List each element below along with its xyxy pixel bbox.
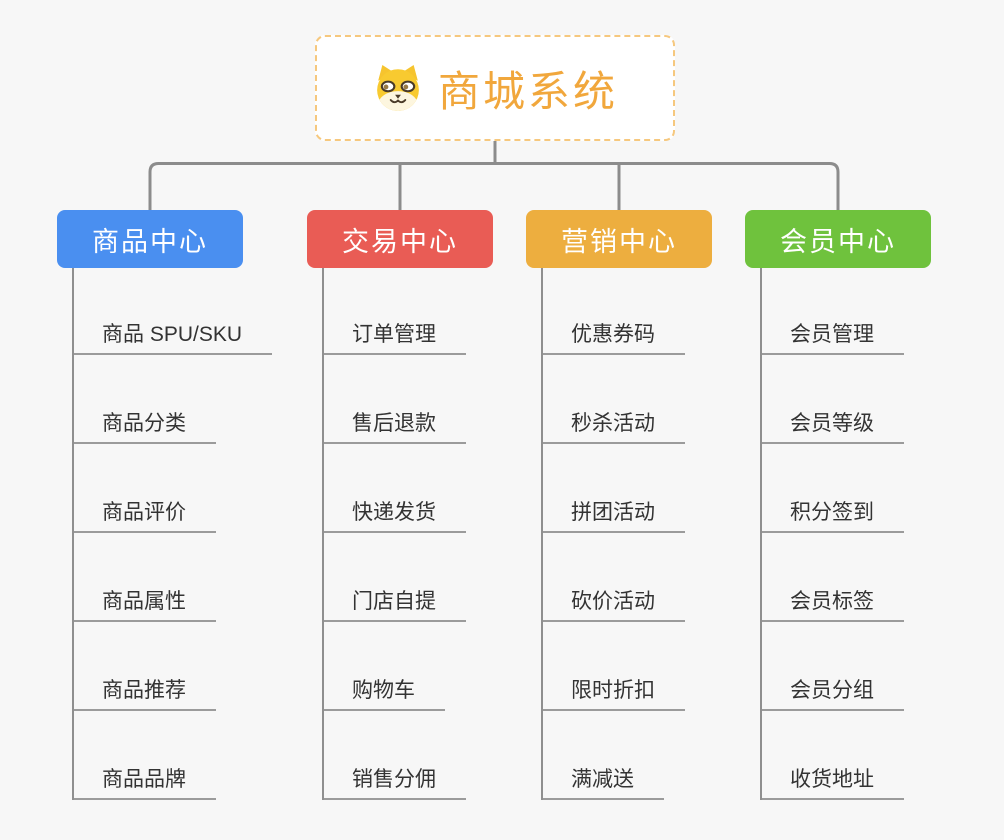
leaf-label: 快递发货 <box>324 496 466 533</box>
branch-leaves: 优惠券码 秒杀活动 拼团活动 砍价活动 限时折扣 满减送 <box>541 268 712 800</box>
branch-header-marketing-center[interactable]: 营销中心 <box>526 210 712 268</box>
leaf-label: 商品 SPU/SKU <box>74 318 273 355</box>
leaf-label: 会员分组 <box>762 674 904 711</box>
leaf-topic[interactable]: 秒杀活动 <box>543 355 712 444</box>
leaf-label: 销售分佣 <box>324 763 466 800</box>
leaf-topic[interactable]: 优惠券码 <box>543 268 712 355</box>
leaf-label: 优惠券码 <box>543 318 685 355</box>
leaf-topic[interactable]: 收货地址 <box>762 711 931 800</box>
branch-leaves: 订单管理 售后退款 快递发货 门店自提 购物车 销售分佣 <box>322 268 493 800</box>
leaf-topic[interactable]: 砍价活动 <box>543 533 712 622</box>
leaf-topic[interactable]: 商品属性 <box>74 533 272 622</box>
leaf-topic[interactable]: 会员等级 <box>762 355 931 444</box>
leaf-label: 门店自提 <box>324 585 466 622</box>
leaf-label: 商品分类 <box>74 407 216 444</box>
root-topic[interactable]: 商城系统 <box>315 35 675 141</box>
leaf-topic[interactable]: 商品分类 <box>74 355 272 444</box>
leaf-label: 拼团活动 <box>543 496 685 533</box>
branch-header-product-center[interactable]: 商品中心 <box>57 210 243 268</box>
leaf-topic[interactable]: 门店自提 <box>324 533 493 622</box>
leaf-topic[interactable]: 会员标签 <box>762 533 931 622</box>
leaf-label: 商品品牌 <box>74 763 216 800</box>
leaf-label: 会员标签 <box>762 585 904 622</box>
branch-trade-center: 交易中心 订单管理 售后退款 快递发货 门店自提 购物车 销售分佣 <box>307 210 493 800</box>
leaf-label: 商品评价 <box>74 496 216 533</box>
leaf-topic[interactable]: 拼团活动 <box>543 444 712 533</box>
branch-product-center: 商品中心 商品 SPU/SKU 商品分类 商品评价 商品属性 商品推荐 商品品牌 <box>57 210 273 800</box>
leaf-label: 收货地址 <box>762 763 904 800</box>
leaf-topic[interactable]: 快递发货 <box>324 444 493 533</box>
leaf-label: 砍价活动 <box>543 585 685 622</box>
leaf-label: 会员等级 <box>762 407 904 444</box>
leaf-topic[interactable]: 售后退款 <box>324 355 493 444</box>
branch-leaves: 会员管理 会员等级 积分签到 会员标签 会员分组 收货地址 <box>760 268 931 800</box>
branch-header-member-center[interactable]: 会员中心 <box>745 210 931 268</box>
leaf-label: 商品推荐 <box>74 674 216 711</box>
leaf-label: 购物车 <box>324 674 445 711</box>
leaf-topic[interactable]: 限时折扣 <box>543 622 712 711</box>
leaf-topic[interactable]: 订单管理 <box>324 268 493 355</box>
leaf-topic[interactable]: 购物车 <box>324 622 493 711</box>
leaf-topic[interactable]: 会员管理 <box>762 268 931 355</box>
leaf-topic[interactable]: 积分签到 <box>762 444 931 533</box>
branch-header-trade-center[interactable]: 交易中心 <box>307 210 493 268</box>
leaf-label: 秒杀活动 <box>543 407 685 444</box>
branch-member-center: 会员中心 会员管理 会员等级 积分签到 会员标签 会员分组 收货地址 <box>745 210 931 800</box>
leaf-label: 限时折扣 <box>543 674 685 711</box>
leaf-topic[interactable]: 销售分佣 <box>324 711 493 800</box>
leaf-topic[interactable]: 商品 SPU/SKU <box>74 268 273 355</box>
leaf-label: 满减送 <box>543 763 664 800</box>
leaf-label: 订单管理 <box>324 318 466 355</box>
leaf-topic[interactable]: 满减送 <box>543 711 712 800</box>
leaf-topic[interactable]: 商品推荐 <box>74 622 272 711</box>
leaf-label: 商品属性 <box>74 585 216 622</box>
leaf-topic[interactable]: 商品品牌 <box>74 711 272 800</box>
leaf-label: 积分签到 <box>762 496 904 533</box>
root-topic-title: 商城系统 <box>437 67 618 115</box>
leaf-topic[interactable]: 商品评价 <box>74 444 272 533</box>
leaf-label: 售后退款 <box>324 407 466 444</box>
branch-marketing-center: 营销中心 优惠券码 秒杀活动 拼团活动 砍价活动 限时折扣 满减送 <box>526 210 712 800</box>
branch-leaves: 商品 SPU/SKU 商品分类 商品评价 商品属性 商品推荐 商品品牌 <box>72 268 273 800</box>
leaf-label: 会员管理 <box>762 318 904 355</box>
leaf-topic[interactable]: 会员分组 <box>762 622 931 711</box>
dog-face-icon <box>377 65 419 111</box>
